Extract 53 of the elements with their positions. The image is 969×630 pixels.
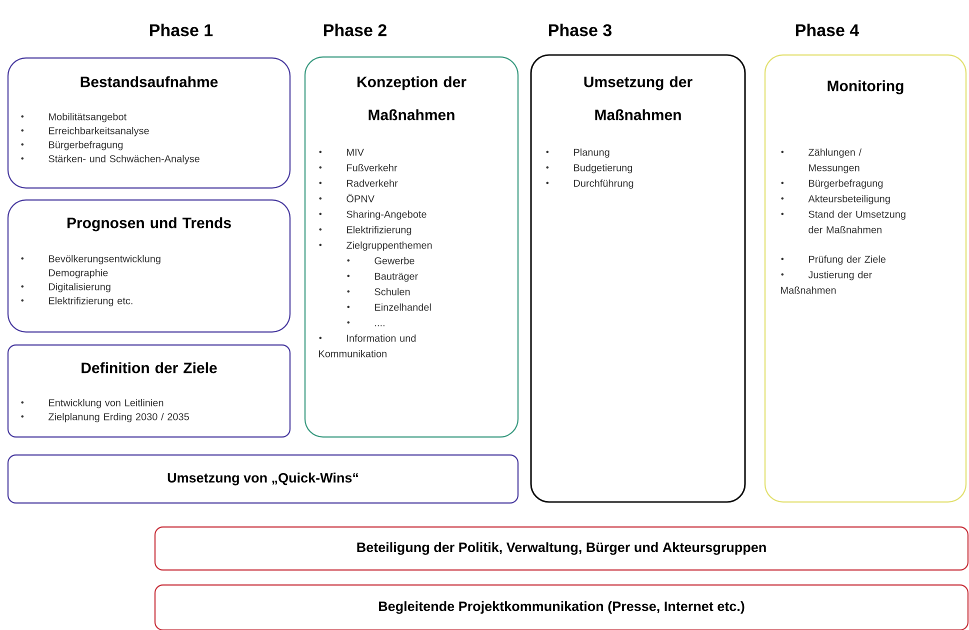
bullet-item: Bevölkerungsentwicklung Demographie bbox=[21, 254, 160, 278]
bullet-item: Zielgruppenthemen bbox=[319, 241, 432, 251]
bullet-item: ÖPNV bbox=[319, 194, 374, 202]
bullet-item: Bürgerbefragung bbox=[781, 179, 883, 189]
phase-heading: Phase 1 bbox=[150, 24, 213, 36]
bullet-item: Durchführung bbox=[546, 179, 634, 189]
phase-card bbox=[154, 584, 969, 630]
bullet-item: Zählungen / Messungen bbox=[781, 148, 862, 174]
bullet-item: Digitalisierung bbox=[21, 282, 110, 292]
bullet-item: Elektrifizierung bbox=[319, 226, 412, 236]
card-heading: Bestandsaufnahme bbox=[80, 76, 218, 88]
bullet-item: Stärken- und Schwächen-Analyse bbox=[21, 154, 200, 164]
bullet-item: Akteursbeteiligung bbox=[781, 194, 890, 204]
bullet-item: Mobilitätsangebot bbox=[21, 112, 126, 122]
phase-card bbox=[530, 54, 746, 503]
bullet-item: Bürgerbefragung bbox=[21, 140, 123, 150]
card-heading: Prognosen und Trends bbox=[68, 217, 231, 232]
phase-heading: Phase 4 bbox=[796, 24, 860, 36]
phase-card bbox=[7, 344, 291, 438]
bullet-item: Zielplanung Erding 2030 / 2035 bbox=[21, 412, 189, 422]
bullet-item: Schulen bbox=[347, 288, 410, 296]
phase-card bbox=[764, 54, 967, 503]
bullet-item: .... bbox=[347, 321, 384, 326]
card-heading: Definition der Ziele bbox=[82, 362, 217, 374]
bullet-item: Planung bbox=[546, 148, 610, 158]
bullet-item: Budgetierung bbox=[546, 164, 632, 174]
phase-heading: Phase 3 bbox=[549, 24, 612, 36]
bullet-item: Information und Kommunikation bbox=[319, 334, 416, 358]
bar-title: Beteiligung der Politik, Verwaltung, Bürger und Akteursgruppen bbox=[357, 542, 766, 555]
bullet-item: Radverkehr bbox=[319, 179, 398, 187]
card-heading: Monitoring bbox=[828, 80, 904, 94]
bullet-item: Sharing-Angebote bbox=[319, 210, 426, 220]
bullet-item: Einzelhandel bbox=[347, 303, 431, 311]
bullet-item: MIV bbox=[319, 148, 364, 156]
bullet-item: Erreichbarkeitsanalyse bbox=[21, 126, 149, 136]
bar-title: Umsetzung von „Quick-Wins“ bbox=[168, 472, 358, 486]
card-heading: Umsetzung der Maßnahmen bbox=[584, 76, 692, 120]
bullet-item: Prüfung der Ziele bbox=[781, 255, 886, 265]
bullet-item: Fußverkehr bbox=[319, 164, 398, 172]
phase-card bbox=[304, 56, 519, 438]
phase-heading: Phase 2 bbox=[324, 24, 386, 36]
bullet-item: Bauträger bbox=[347, 272, 418, 282]
bullet-item: Elektrifizierung etc. bbox=[21, 296, 132, 306]
bullet-item: Justierung der Maßnahmen bbox=[781, 270, 872, 294]
phase-card bbox=[7, 454, 519, 504]
card-heading: Konzeption der Maßnahmen bbox=[358, 76, 466, 120]
bar-title: Begleitende Projektkommunikation (Presse, Internet etc.) bbox=[379, 601, 744, 614]
bullet-item: Entwicklung von Leitlinien bbox=[21, 398, 164, 408]
bullet-item: Gewerbe bbox=[347, 256, 414, 264]
bullet-item: Stand der Umsetzung der Maßnahmen bbox=[781, 210, 906, 234]
phase-card bbox=[154, 526, 969, 571]
phase-card bbox=[7, 199, 291, 333]
phase-card bbox=[7, 57, 291, 189]
